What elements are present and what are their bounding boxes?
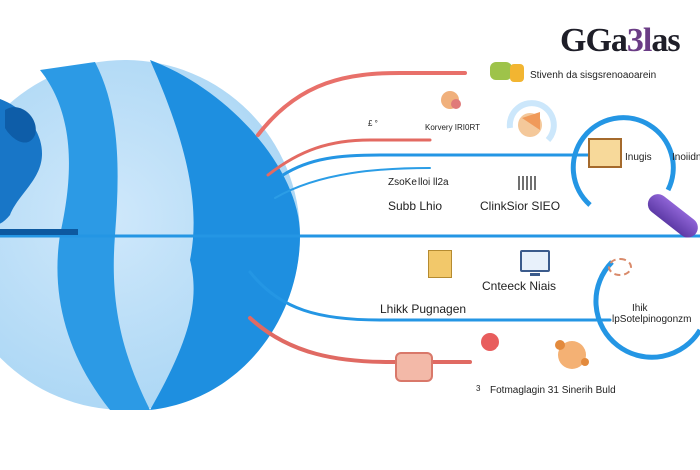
grid-icon xyxy=(518,176,536,190)
splash-outline-icon xyxy=(608,258,632,276)
splash-icon xyxy=(555,340,589,369)
label-row7-left: 3 xyxy=(476,384,481,393)
plug-icon xyxy=(395,352,433,382)
label-row5-left: Lhikk Pugnagen xyxy=(380,302,467,316)
connector-blue-1 xyxy=(281,153,602,177)
connector-blue-2 xyxy=(274,167,431,199)
label-row2-left: £ ° xyxy=(368,119,378,128)
fruit-icon xyxy=(518,112,542,137)
label-row6-right-2: lpSotelpinogonzm xyxy=(612,314,692,325)
label-row3-right: Inoiidn xyxy=(672,152,700,163)
yellow-person-icon xyxy=(510,64,524,82)
ring-mini xyxy=(506,100,557,143)
label-row4-block-3: Subb Lhio xyxy=(388,199,443,213)
label-row3-mid-left: Inugis xyxy=(625,152,652,163)
right-rings xyxy=(506,100,700,360)
label-row7-bottom: Fotmaglagin 31 Sinerih Buld xyxy=(490,385,616,396)
connector-blue-3 xyxy=(248,270,612,322)
connector-red-2 xyxy=(266,138,432,177)
ring-top xyxy=(570,115,676,207)
green-face-icon xyxy=(490,62,512,80)
character-icon xyxy=(441,91,461,109)
photo-frame-icon xyxy=(588,138,622,168)
connector-lines xyxy=(248,71,612,364)
brand-logo: GGa3las xyxy=(560,22,681,59)
label-row5-right: Cnteeck Niais xyxy=(482,279,557,293)
flower-icon xyxy=(481,333,504,354)
ring-bottom xyxy=(593,260,700,360)
label-row4-block-2: lloi ll2a xyxy=(418,177,449,188)
monitor-icon xyxy=(520,250,550,276)
globe-graphic xyxy=(0,60,700,410)
label-top-right: Stivenh da sisgsrenoaoarein xyxy=(530,70,657,81)
label-row4-right: ClinkSior SIEO xyxy=(480,199,561,213)
label-row4-block-1: ZsoKe xyxy=(388,177,417,188)
document-icon xyxy=(428,250,452,278)
connector-red-1 xyxy=(256,71,467,137)
label-row6-right-1: Ihik xyxy=(632,303,648,314)
connector-red-3 xyxy=(248,316,472,364)
label-row2-small: Korvery IRI0RT xyxy=(425,123,480,132)
